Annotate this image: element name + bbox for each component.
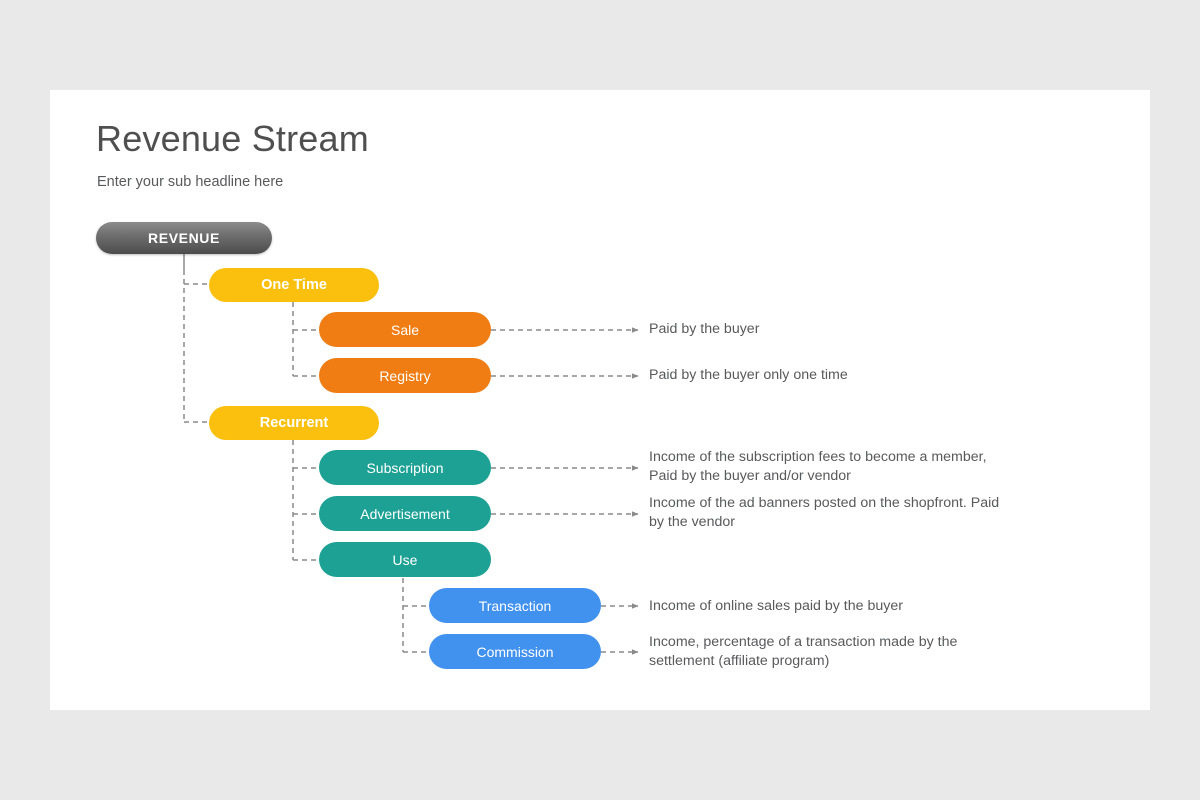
node-advertisement-label: Advertisement [360,505,450,522]
node-subscription[interactable]: Subscription [319,450,491,485]
node-use[interactable]: Use [319,542,491,577]
page-subtitle: Enter your sub headline here [97,174,284,190]
node-sale-label: Sale [390,321,420,338]
slide-canvas: Revenue Stream Enter your sub headline h… [50,90,1150,710]
description-advertisement: Income of the ad banners posted on the s… [649,495,1000,530]
node-one-time-label: One Time [261,277,327,293]
node-sale[interactable]: Sale [319,312,491,347]
node-revenue-label: REVENUE [148,230,220,246]
description-subscription: Income of the subscription fees to becom… [649,449,987,484]
node-use-label: Use [392,551,418,568]
node-recurrent-label: Recurrent [259,415,329,431]
description-commission: Income, percentage of a transaction made… [649,634,958,669]
node-registry-label: Registry [379,367,431,384]
node-registry[interactable]: Registry [319,358,491,393]
description-registry: Paid by the buyer only one time [649,367,848,383]
node-transaction-label: Transaction [478,597,552,614]
description-transaction: Income of online sales paid by the buyer [649,598,903,614]
node-commission-label: Commission [476,643,554,660]
connector-lines [183,254,639,655]
node-commission[interactable]: Commission [429,634,601,669]
revenue-stream-diagram: REVENUE One Time Sale Registry Recurrent… [50,90,1150,710]
node-advertisement[interactable]: Advertisement [319,496,491,531]
node-subscription-label: Subscription [366,459,444,476]
node-recurrent[interactable]: Recurrent [209,406,379,440]
node-one-time[interactable]: One Time [209,268,379,302]
description-sale: Paid by the buyer [649,321,760,337]
node-revenue[interactable]: REVENUE [96,222,272,254]
node-transaction[interactable]: Transaction [429,588,601,623]
page-title: Revenue Stream [96,118,369,159]
